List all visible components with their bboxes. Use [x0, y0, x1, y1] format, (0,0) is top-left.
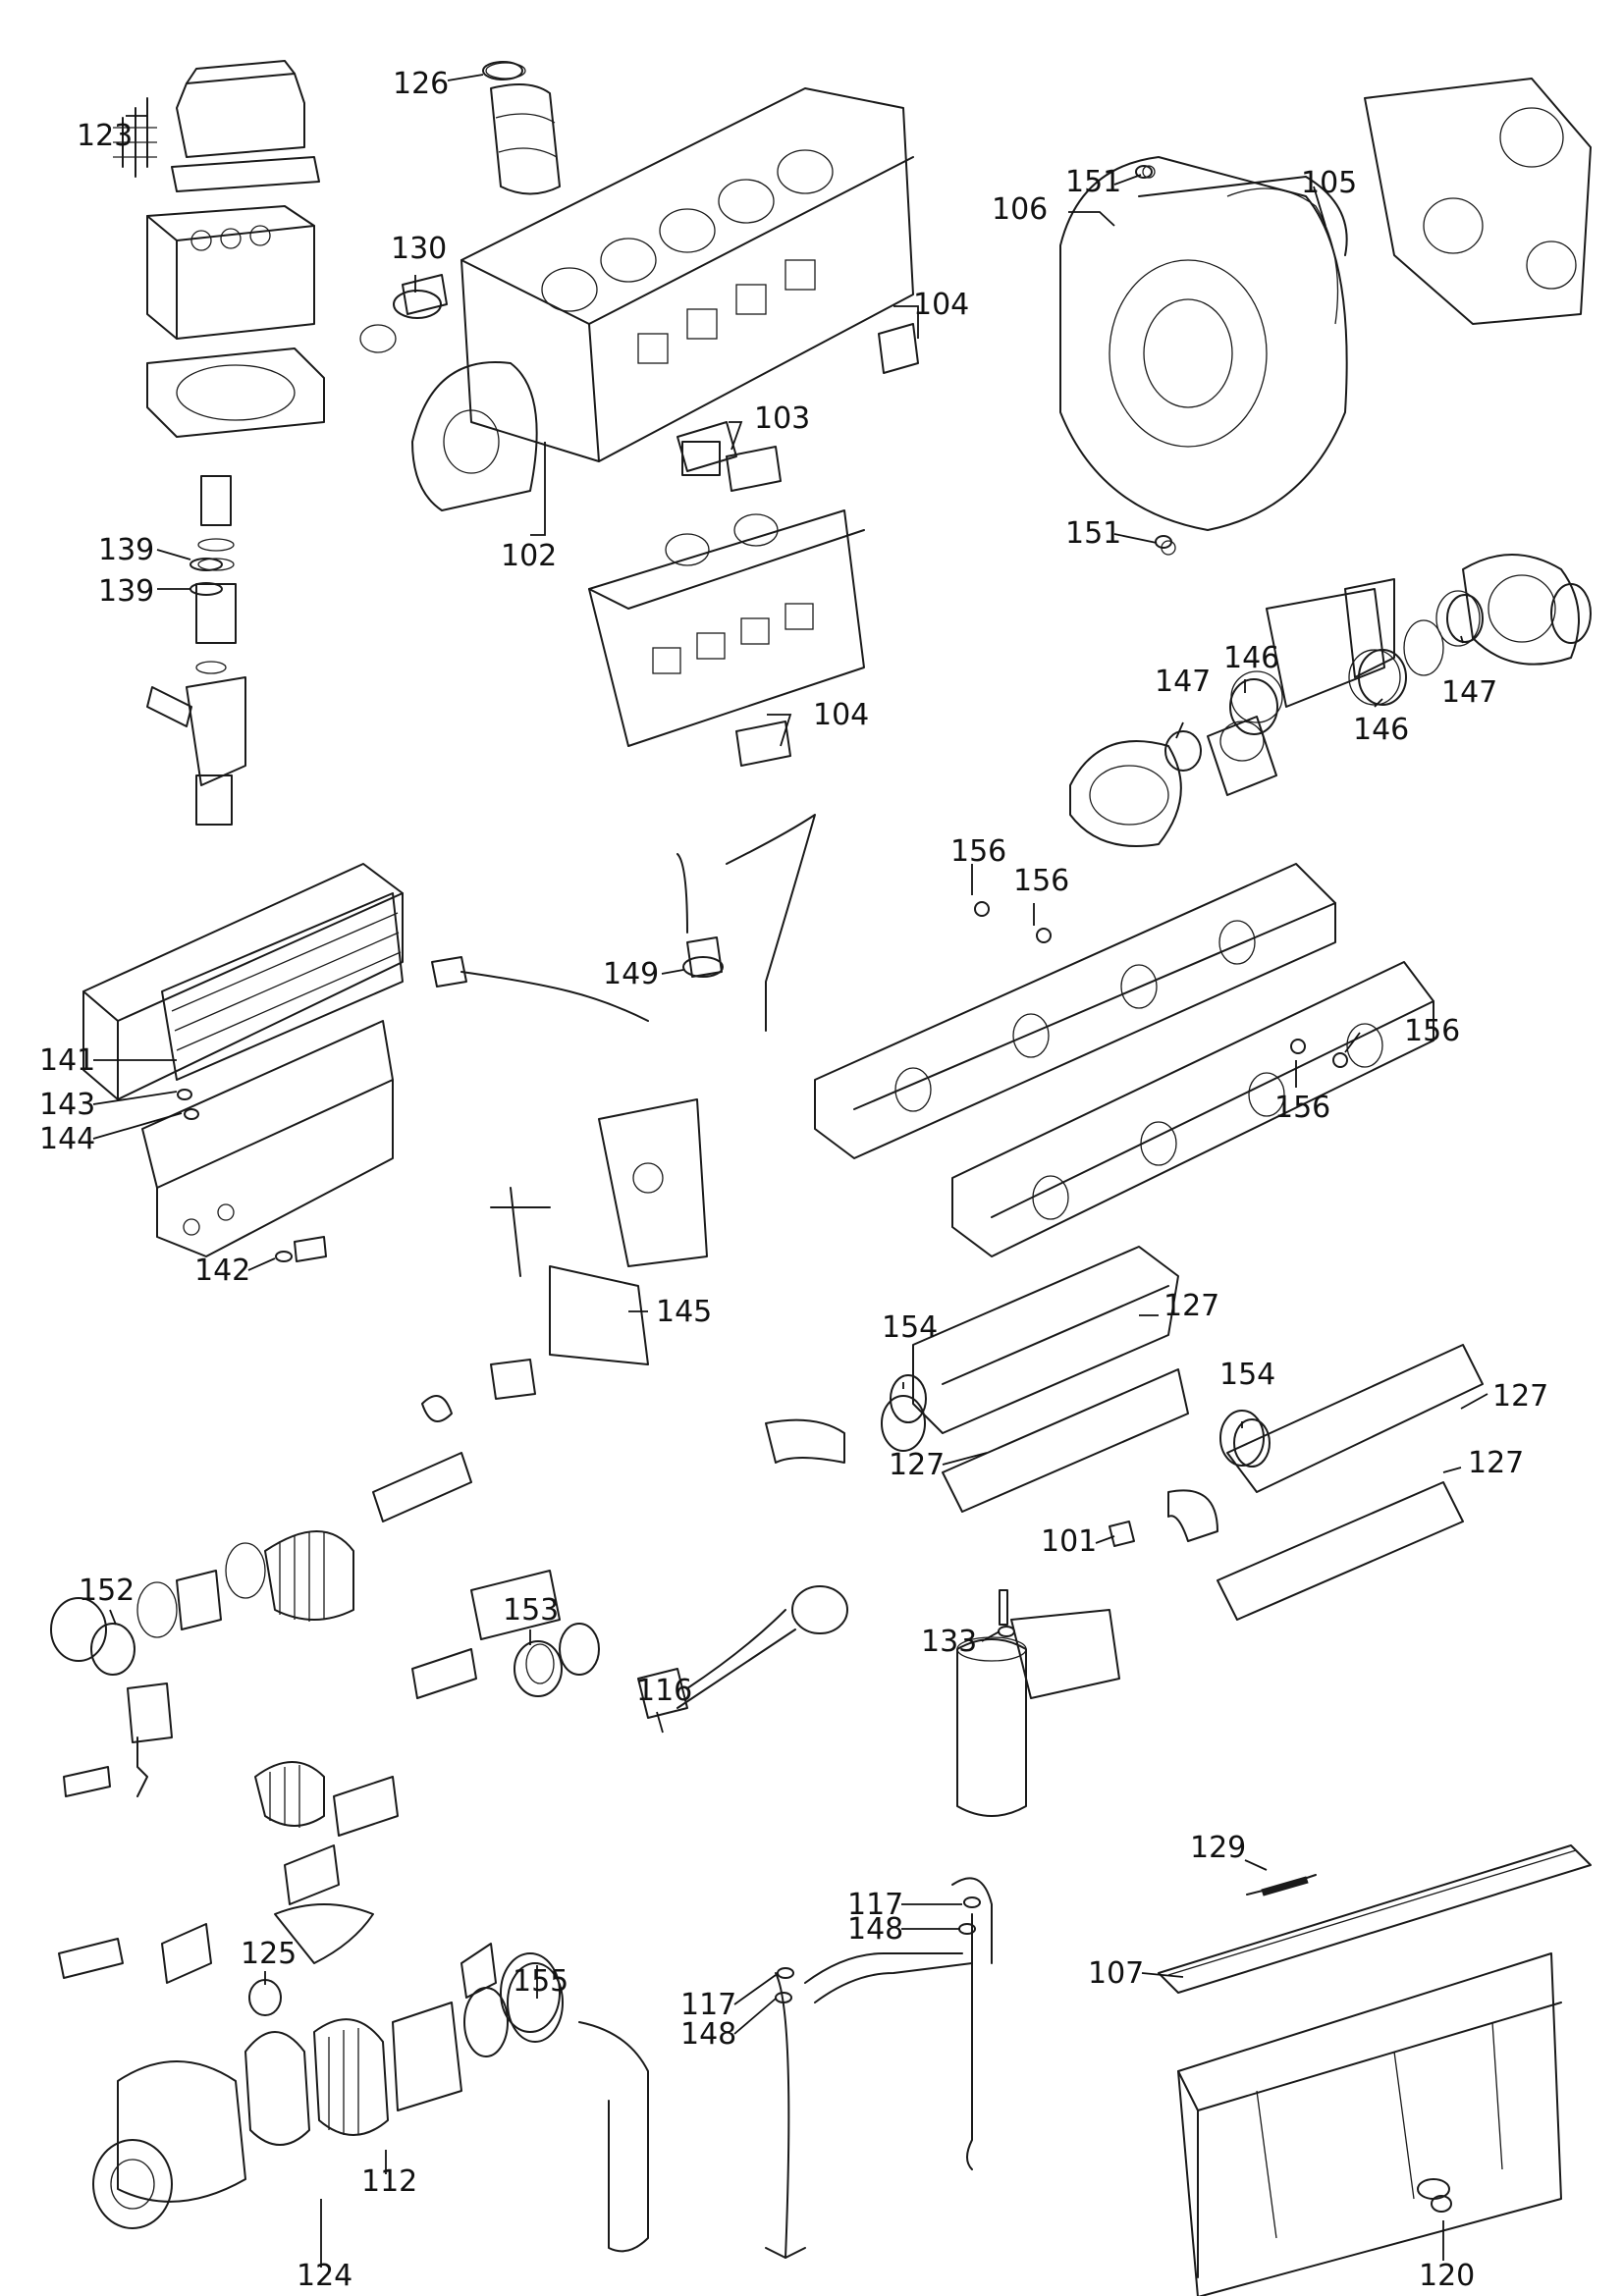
callout-130: 130	[391, 232, 447, 266]
callout-125: 125	[241, 1937, 297, 1971]
callout-129: 129	[1190, 1831, 1246, 1865]
callout-127: 127	[889, 1448, 945, 1482]
callout-104: 104	[913, 288, 969, 322]
callout-156: 156	[1274, 1091, 1330, 1125]
callout-102: 102	[501, 539, 557, 573]
callout-152: 152	[79, 1574, 135, 1608]
callout-147: 147	[1441, 675, 1497, 710]
callout-124: 124	[297, 2259, 352, 2293]
oil-pan-assembly	[1158, 1844, 1592, 2296]
seal-parts	[90, 61, 1484, 2213]
pipe-assembly-116	[637, 1585, 848, 1719]
callout-105: 105	[1301, 166, 1357, 200]
turbocharger-assembly	[1069, 554, 1592, 847]
water-pump-drive	[50, 1570, 600, 1984]
callout-117: 117	[847, 1888, 903, 1922]
callout-127: 127	[1492, 1379, 1548, 1414]
lower-engine-block	[588, 509, 865, 767]
flywheel-housing	[1059, 78, 1592, 556]
callout-139: 139	[98, 574, 154, 609]
callout-labels: 123 126 130 104 103 102 151 106 105 151 …	[39, 67, 1548, 2293]
callout-104: 104	[813, 698, 869, 732]
exhaust-manifold-assembly	[814, 863, 1434, 1257]
callout-142: 142	[194, 1254, 250, 1288]
callout-106: 106	[992, 192, 1048, 227]
callout-141: 141	[39, 1043, 95, 1078]
callout-154: 154	[882, 1310, 938, 1345]
callout-156: 156	[1404, 1014, 1460, 1048]
callout-155: 155	[513, 1964, 568, 1999]
leader-lines	[92, 74, 1488, 2268]
callout-154: 154	[1219, 1358, 1275, 1392]
callout-139: 139	[98, 533, 154, 567]
callout-144: 144	[39, 1122, 95, 1156]
callout-149: 149	[603, 957, 659, 991]
callout-145: 145	[656, 1295, 712, 1329]
oil-filter-assembly	[956, 1589, 1120, 1817]
callout-107: 107	[1088, 1956, 1144, 1991]
oil-line-assembly	[765, 1877, 993, 2259]
callout-117: 117	[680, 1988, 736, 2022]
intake-manifold-assembly	[765, 1246, 1484, 1621]
callout-151: 151	[1065, 516, 1121, 551]
callout-148: 148	[847, 1912, 903, 1947]
callout-151: 151	[1065, 165, 1121, 199]
callout-120: 120	[1419, 2259, 1475, 2293]
gear-drive-assembly	[136, 1098, 708, 1638]
callout-148: 148	[680, 2017, 736, 2052]
oil-cooler-assembly	[82, 863, 404, 1262]
callout-126: 126	[393, 67, 449, 101]
callout-153: 153	[503, 1593, 559, 1628]
callout-143: 143	[39, 1088, 95, 1122]
callout-116: 116	[636, 1674, 692, 1708]
oil-pipe-assembly	[431, 814, 816, 1032]
callout-146: 146	[1223, 641, 1279, 675]
callout-147: 147	[1155, 665, 1211, 699]
engine-block	[359, 62, 919, 511]
callout-156: 156	[950, 834, 1006, 869]
callout-156: 156	[1013, 864, 1069, 898]
callout-101: 101	[1041, 1524, 1097, 1559]
callout-112: 112	[361, 2164, 417, 2199]
lower-water-pump	[92, 1903, 649, 2253]
callout-133: 133	[921, 1625, 977, 1659]
callout-127: 127	[1163, 1289, 1219, 1323]
callout-146: 146	[1353, 713, 1409, 747]
callout-127: 127	[1468, 1446, 1524, 1480]
callout-123: 123	[77, 119, 133, 153]
cylinder-head-assembly	[113, 60, 325, 438]
callout-103: 103	[754, 401, 810, 436]
injector-assembly	[146, 475, 246, 826]
